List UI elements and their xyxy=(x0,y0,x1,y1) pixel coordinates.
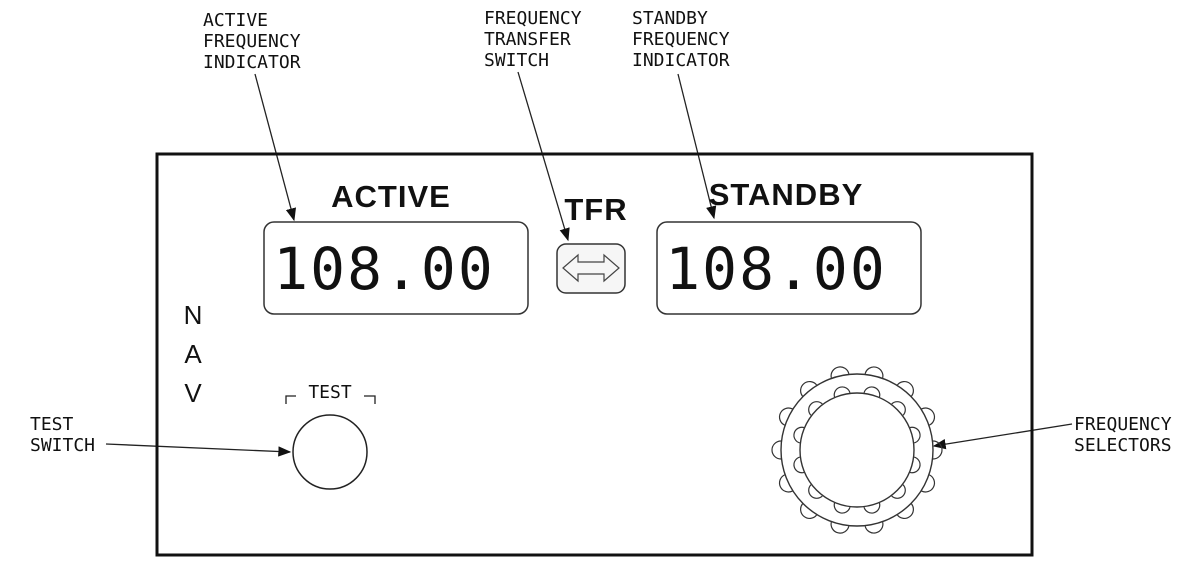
knob-grip-notch xyxy=(909,456,921,474)
knob-grip-notch xyxy=(830,366,850,379)
frequency-transfer-button[interactable] xyxy=(556,243,626,294)
test-switch-button[interactable] xyxy=(292,414,368,490)
knob-grip-notch xyxy=(863,386,881,398)
nav-panel xyxy=(155,152,1034,557)
knob-grip-notch xyxy=(921,474,936,493)
outer-knob[interactable] xyxy=(780,373,934,527)
callout-standby-frequency-indicator: STANDBY FREQUENCY INDICATOR xyxy=(632,8,730,220)
leader-line xyxy=(254,73,297,222)
knob-grip-notch xyxy=(793,426,805,444)
inner-knob[interactable] xyxy=(799,392,915,508)
nav-letter: A xyxy=(184,339,202,369)
knob-grip-notch xyxy=(833,386,851,398)
knob-grip-notch xyxy=(800,381,818,397)
knob-grip-notch xyxy=(896,381,914,397)
standby-label: STANDBY xyxy=(709,177,864,212)
leader-line xyxy=(932,423,1073,450)
knob-grip-notch xyxy=(921,407,936,426)
knob-grip-notch xyxy=(833,502,851,514)
callout-text: FREQUENCY xyxy=(1074,414,1172,435)
nav-letter: V xyxy=(184,378,202,408)
standby-frequency-value: 108.00 xyxy=(665,235,887,303)
callout-text: INDICATOR xyxy=(632,50,730,71)
callout-frequency-transfer-switch: FREQUENCY TRANSFER SWITCH xyxy=(484,8,582,242)
test-label: TEST xyxy=(308,382,352,403)
callout-text: ACTIVE xyxy=(203,10,268,31)
leader-line xyxy=(517,71,570,242)
callout-test-switch: TEST SWITCH xyxy=(30,414,292,457)
callout-text: INDICATOR xyxy=(203,52,301,73)
knob-grip-notch xyxy=(896,503,914,519)
knob-grip-notch xyxy=(771,440,782,460)
test-bracket xyxy=(285,395,376,404)
knob-grip-notch xyxy=(800,503,818,519)
double-arrow-icon xyxy=(562,253,620,283)
leader-line xyxy=(677,73,717,220)
active-label: ACTIVE xyxy=(331,179,451,214)
standby-frequency-display xyxy=(656,221,922,315)
active-frequency-value: 108.00 xyxy=(273,235,495,303)
knob-grip-notch xyxy=(808,401,823,416)
knob-grip-notch xyxy=(891,484,906,499)
callout-text: TEST xyxy=(30,414,74,435)
callout-text: TRANSFER xyxy=(484,29,571,50)
leader-line xyxy=(105,443,292,457)
tfr-label: TFR xyxy=(564,192,627,227)
knob-grip-notch xyxy=(864,366,884,379)
nav-letter: N xyxy=(184,300,203,330)
knob-grip-notch xyxy=(808,484,823,499)
callout-text: STANDBY xyxy=(632,8,708,29)
callout-text: FREQUENCY xyxy=(632,29,730,50)
callout-text: SELECTORS xyxy=(1074,435,1172,456)
knob-grip-notch xyxy=(863,502,881,514)
knob-grip-notch xyxy=(932,440,943,460)
knob-grip-notch xyxy=(909,426,921,444)
callout-text: FREQUENCY xyxy=(484,8,582,29)
knob-grip-notch xyxy=(864,521,884,534)
callout-text: SWITCH xyxy=(30,435,95,456)
knob-grip-notch xyxy=(778,474,793,493)
knob-grip-notch xyxy=(891,401,906,416)
knob-grip-notch xyxy=(778,407,793,426)
callout-text: SWITCH xyxy=(484,50,549,71)
knob-grip-notch xyxy=(830,521,850,534)
callout-text: FREQUENCY xyxy=(203,31,301,52)
active-frequency-display xyxy=(263,221,529,315)
callout-frequency-selectors: FREQUENCY SELECTORS xyxy=(932,414,1172,456)
callout-active-frequency-indicator: ACTIVE FREQUENCY INDICATOR xyxy=(203,10,301,222)
knob-grip-notch xyxy=(793,456,805,474)
frequency-selector-knob[interactable] xyxy=(771,366,943,534)
